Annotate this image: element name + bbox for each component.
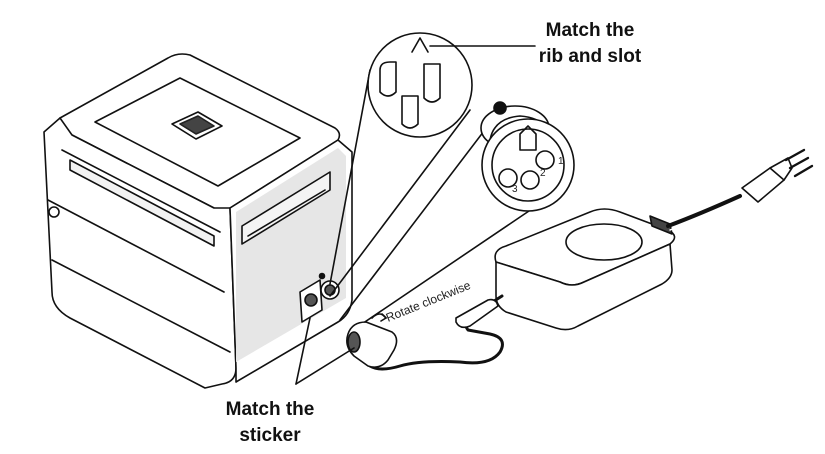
printer-lid-panel	[94, 77, 301, 187]
ac-plug-prong-2	[788, 156, 810, 170]
socket-pin-left	[379, 61, 397, 97]
plug-pin-3	[498, 168, 518, 188]
socket-zoom-callout	[329, 32, 473, 297]
sticker-callout: Match the sticker	[180, 397, 360, 449]
ac-plug	[741, 167, 785, 203]
plug-rib	[519, 125, 537, 151]
adapter-badge	[565, 223, 643, 261]
plug-zoom-circle: 1 2 3	[480, 101, 575, 212]
sticker-callout-line2: sticker	[239, 425, 301, 446]
adapter-ac-inlet	[649, 215, 673, 235]
plug-pin-2-label: 2	[540, 168, 546, 179]
dc-output-cable: Rotate clockwise	[346, 278, 504, 371]
sticker-callout-line1: Match the	[225, 399, 315, 420]
paper-exit-slot	[69, 159, 215, 247]
socket-pin-right	[423, 63, 441, 103]
plug-pin-3-label: 3	[512, 184, 518, 195]
printer-logo	[48, 206, 60, 218]
feed-button	[171, 111, 223, 140]
plug-zoom-callout: 1 2 3	[339, 101, 575, 333]
plug-pin-1-label: 1	[558, 156, 564, 167]
sticker-leaders	[295, 317, 355, 385]
plug-pin-2	[520, 170, 540, 190]
socket-zoom-circle	[367, 32, 473, 138]
adapter-front	[495, 243, 673, 331]
ac-plug-prong-3	[793, 164, 814, 178]
printer	[43, 53, 353, 389]
socket-pin-bottom	[401, 95, 419, 129]
printer-power-port	[299, 272, 340, 323]
ac-plug-prong-1	[784, 148, 806, 162]
rib-slot-callout-line2: rib and slot	[538, 46, 642, 67]
power-adapter	[494, 208, 676, 331]
ac-power-cord	[666, 148, 814, 231]
ferrite-core	[455, 298, 499, 329]
rib-slot-callout: Match the rib and slot	[500, 18, 680, 70]
rib-slot-callout-line1: Match the	[545, 20, 635, 41]
plug-pin-1	[535, 150, 555, 170]
